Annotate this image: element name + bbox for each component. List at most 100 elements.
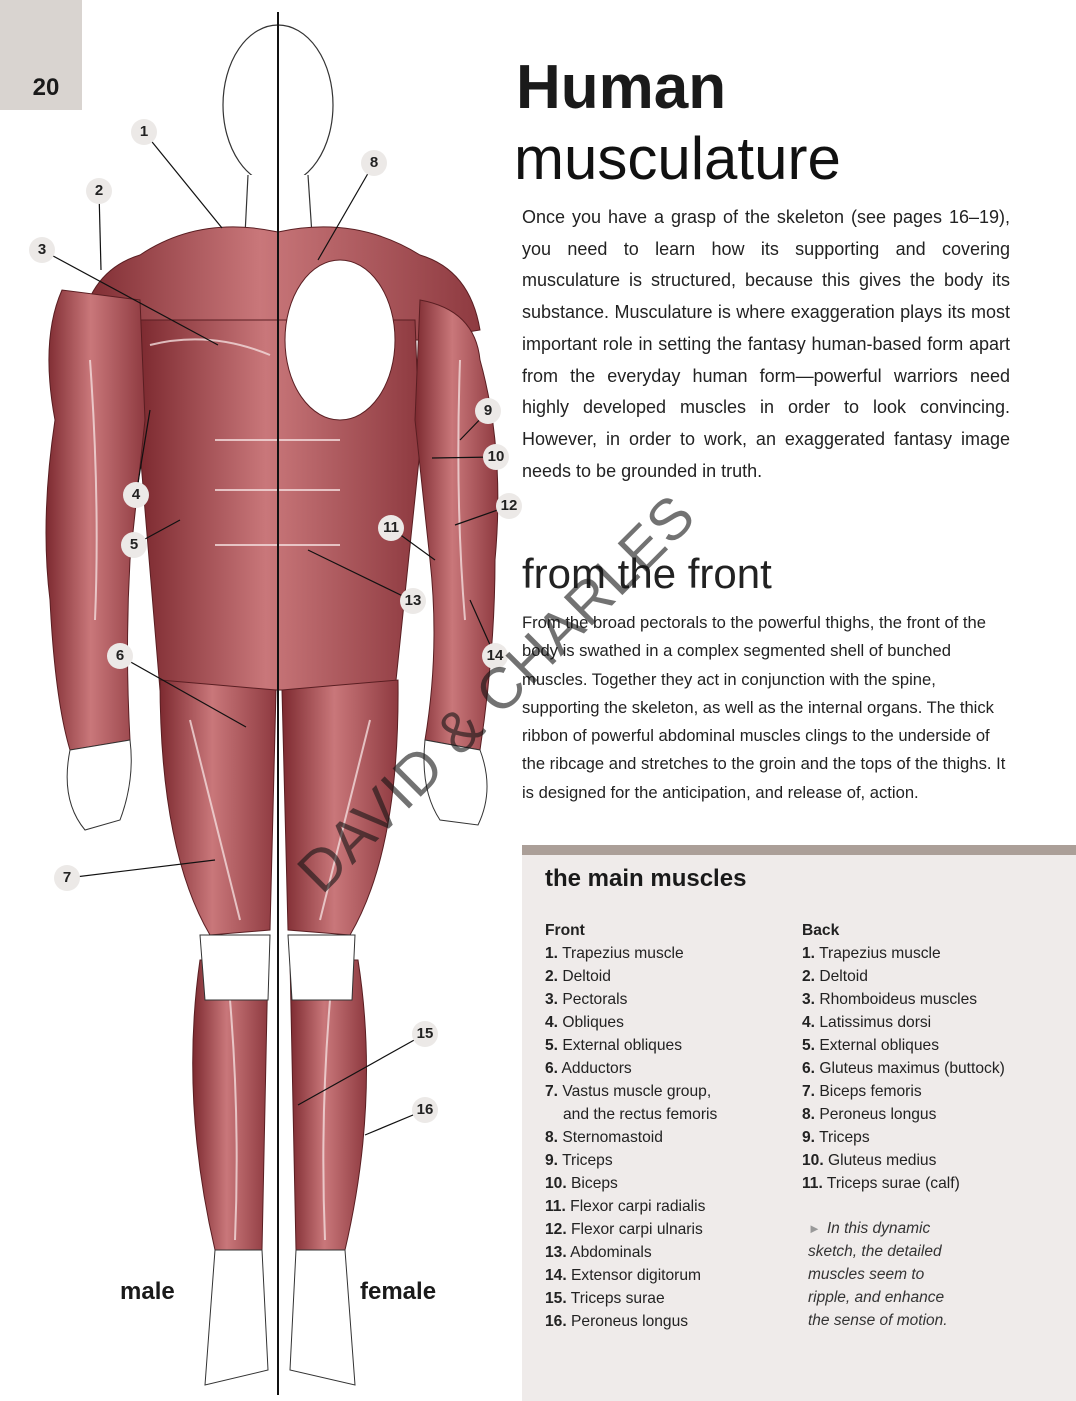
- leader-line: [41, 249, 219, 346]
- figure-label: 15: [412, 1021, 438, 1047]
- caption-line: In this dynamic: [826, 1220, 931, 1237]
- muscle-list-item: 1. Trapezius muscle: [802, 942, 1005, 965]
- leader-line: [317, 162, 375, 261]
- muscle-list-item: 14. Extensor digitorum: [545, 1264, 717, 1287]
- box-top-bar: [522, 845, 1076, 855]
- section-paragraph: From the broad pectorals to the powerful…: [522, 613, 1006, 802]
- item-number: 11.: [545, 1198, 566, 1215]
- item-number: 7.: [545, 1083, 559, 1100]
- item-number: 2.: [802, 968, 816, 985]
- caption-line: muscles seem to: [808, 1266, 925, 1283]
- item-name: Deltoid: [562, 968, 611, 985]
- muscle-list-item: and the rectus femoris: [545, 1103, 717, 1126]
- item-number: 6.: [545, 1060, 559, 1077]
- musculature-figure: [41, 12, 510, 1395]
- item-number: 3.: [545, 991, 559, 1008]
- arrow-icon: ►: [808, 1221, 821, 1236]
- muscle-list-item: 4. Latissimus dorsi: [802, 1011, 1005, 1034]
- item-name: Abdominals: [570, 1244, 652, 1261]
- leader-line: [66, 859, 216, 879]
- item-number: 7.: [802, 1083, 816, 1100]
- figure-label: 4: [123, 482, 149, 508]
- item-name: Adductors: [561, 1060, 632, 1077]
- item-name: External obliques: [819, 1037, 939, 1054]
- item-name: External obliques: [562, 1037, 682, 1054]
- page-title: Human: [516, 53, 727, 122]
- muscle-list-item: 11. Flexor carpi radialis: [545, 1195, 717, 1218]
- front-heading: Front: [545, 922, 585, 939]
- muscle-list-item: 13. Abdominals: [545, 1241, 717, 1264]
- caption-line: the sense of motion.: [808, 1312, 948, 1329]
- page-subtitle: musculature: [514, 125, 841, 192]
- muscle-list-item: 2. Deltoid: [545, 965, 717, 988]
- muscle-list-item: 6. Adductors: [545, 1057, 717, 1080]
- item-number: 9.: [545, 1152, 559, 1169]
- leader-line: [98, 190, 102, 271]
- figure-label: 1: [131, 119, 157, 145]
- muscle-list-item: 15. Triceps surae: [545, 1287, 717, 1310]
- figure-label: 16: [412, 1097, 438, 1123]
- caption-line: sketch, the detailed: [808, 1243, 942, 1260]
- muscle-list-item: 10. Gluteus medius: [802, 1149, 1005, 1172]
- muscle-list-item: 7. Biceps femoris: [802, 1080, 1005, 1103]
- hands-feet: [66, 739, 488, 1386]
- box-title: the main muscles: [545, 865, 747, 892]
- item-number: 10.: [802, 1152, 824, 1169]
- muscle-list-item: 5. External obliques: [802, 1034, 1005, 1057]
- muscle-list-item: 2. Deltoid: [802, 965, 1005, 988]
- item-number: 13.: [545, 1244, 567, 1261]
- page-number-tab: 20: [0, 0, 82, 110]
- main-muscles-box: the main muscles Front 1. Trapezius musc…: [522, 845, 1076, 1401]
- item-number: 8.: [545, 1129, 559, 1146]
- figure-label: 5: [121, 532, 147, 558]
- muscle-body: [45, 226, 499, 1251]
- muscle-list-item: 8. Sternomastoid: [545, 1126, 717, 1149]
- male-label: male: [120, 1278, 175, 1305]
- figure-label: 11: [378, 515, 404, 541]
- item-number: 3.: [802, 991, 816, 1008]
- muscle-list-item: 16. Peroneus longus: [545, 1310, 717, 1333]
- item-name: Sternomastoid: [562, 1129, 663, 1146]
- item-name: Deltoid: [819, 968, 868, 985]
- item-number: 1.: [545, 945, 559, 962]
- leader-line: [297, 1033, 426, 1106]
- caption-line: ripple, and enhance: [808, 1289, 945, 1306]
- item-name: Triceps surae: [570, 1290, 665, 1307]
- figure-label: 2: [86, 178, 112, 204]
- item-number: 10.: [545, 1175, 567, 1192]
- leader-line: [135, 409, 151, 496]
- muscle-list-item: 9. Triceps: [545, 1149, 717, 1172]
- muscle-list-item: 3. Rhomboideus muscles: [802, 988, 1005, 1011]
- figure-label: 10: [483, 444, 509, 470]
- item-name: Gluteus maximus (buttock): [819, 1060, 1005, 1077]
- item-name: and the rectus femoris: [563, 1106, 718, 1123]
- item-name: Biceps: [571, 1175, 618, 1192]
- item-name: Gluteus medius: [828, 1152, 937, 1169]
- item-name: Triceps: [562, 1152, 613, 1169]
- leader-line: [143, 131, 223, 229]
- muscle-list-item: 7. Vastus muscle group,: [545, 1080, 717, 1103]
- item-name: Pectorals: [562, 991, 628, 1008]
- leader-line: [119, 655, 247, 728]
- item-number: 4.: [802, 1014, 816, 1031]
- leader-line: [307, 549, 414, 602]
- item-number: 8.: [802, 1106, 816, 1123]
- item-number: 11.: [802, 1175, 823, 1192]
- muscle-list-item: 1. Trapezius muscle: [545, 942, 717, 965]
- item-number: 9.: [802, 1129, 816, 1146]
- figure-caption: ► In this dynamic sketch, the detailed musc…: [808, 1217, 948, 1332]
- figure-label: 8: [361, 150, 387, 176]
- item-number: 14.: [545, 1267, 567, 1284]
- section-heading: from the front: [522, 550, 772, 597]
- muscle-list-item: 5. External obliques: [545, 1034, 717, 1057]
- figure-label: 14: [482, 643, 508, 669]
- item-name: Obliques: [562, 1014, 624, 1031]
- figure-label: 9: [475, 398, 501, 424]
- item-name: Triceps: [819, 1129, 870, 1146]
- female-label: female: [360, 1278, 437, 1305]
- item-name: Trapezius muscle: [819, 945, 941, 962]
- female-breast: [284, 259, 396, 421]
- item-name: Flexor carpi ulnaris: [571, 1221, 703, 1238]
